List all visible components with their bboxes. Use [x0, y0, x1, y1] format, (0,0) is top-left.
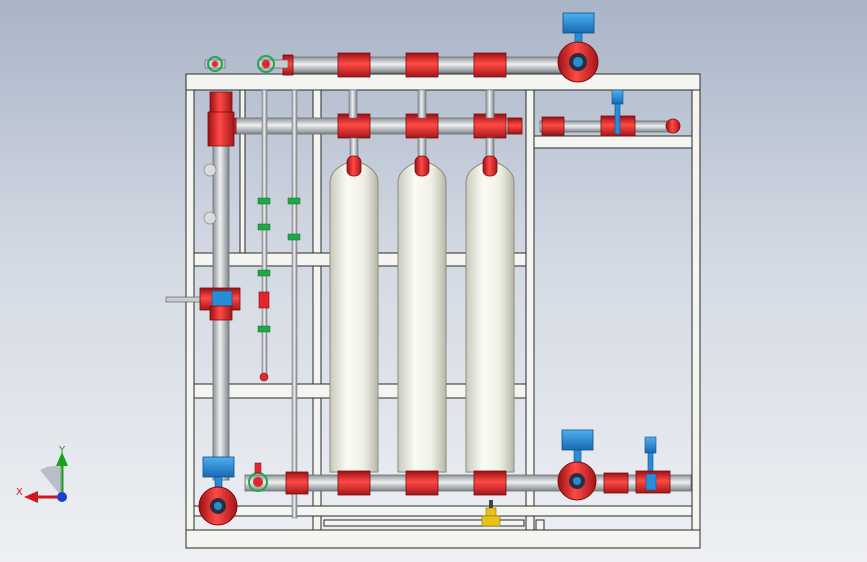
frame-mid-post-right — [525, 89, 535, 531]
frame-left-post — [185, 89, 195, 531]
tube-fittings — [257, 197, 301, 333]
gauge-fitting-bottom[interactable] — [248, 462, 268, 492]
frame-base-block — [535, 519, 545, 531]
feed-riser[interactable] — [165, 91, 241, 481]
frame-mid-post-left — [312, 89, 322, 531]
axis-triad: Y X — [16, 445, 68, 503]
flange-coupling — [405, 52, 439, 78]
distribution-header[interactable] — [219, 89, 523, 177]
instrument-tubes[interactable] — [257, 89, 301, 519]
flange-coupling — [473, 52, 507, 78]
ball-valve-bottom-right[interactable] — [635, 436, 671, 494]
vessel-cap — [482, 155, 498, 177]
membrane-vessel-2[interactable] — [397, 159, 447, 473]
valve-handle — [611, 89, 624, 105]
flow-indicator — [258, 291, 270, 309]
membrane-vessel-3[interactable] — [465, 159, 515, 473]
sight-valve-left[interactable] — [165, 287, 241, 311]
valve-handle — [644, 436, 657, 454]
valve-bottom-right[interactable] — [557, 429, 597, 501]
valve-actuator — [561, 429, 594, 451]
axis-label-x: X — [16, 487, 23, 498]
flange-coupling — [405, 470, 439, 496]
drain-valve-bottom[interactable] — [481, 500, 501, 527]
inlet-header[interactable] — [204, 52, 571, 78]
ball-valve-top-right[interactable] — [600, 89, 636, 137]
permeate-line-upper[interactable] — [539, 89, 681, 137]
axis-label-y: Y — [58, 445, 66, 456]
valve-actuator — [202, 456, 235, 478]
gauge-fitting-right[interactable] — [257, 55, 289, 73]
membrane-vessel-1[interactable] — [329, 159, 379, 473]
membrane-vessels[interactable] — [329, 159, 515, 473]
valve-top-right[interactable] — [557, 12, 599, 83]
frame-base-tray — [323, 519, 525, 527]
gauge-fitting-left[interactable] — [204, 56, 226, 72]
flange-coupling — [337, 52, 371, 78]
frame-right-post — [691, 89, 701, 531]
frame-top-rail — [185, 73, 701, 91]
vessel-cap — [346, 155, 362, 177]
vessel-cap — [414, 155, 430, 177]
flange-coupling — [473, 470, 507, 496]
frame-crossbar-right — [533, 135, 693, 149]
tee-fitting — [207, 111, 235, 147]
frame-inner-post — [239, 89, 246, 254]
frame-base-rail — [185, 529, 701, 549]
flange-coupling — [337, 470, 371, 496]
frame-crossbar-bottom — [193, 505, 693, 517]
valve-bottom-left[interactable] — [198, 456, 238, 526]
valve-actuator — [562, 12, 595, 34]
